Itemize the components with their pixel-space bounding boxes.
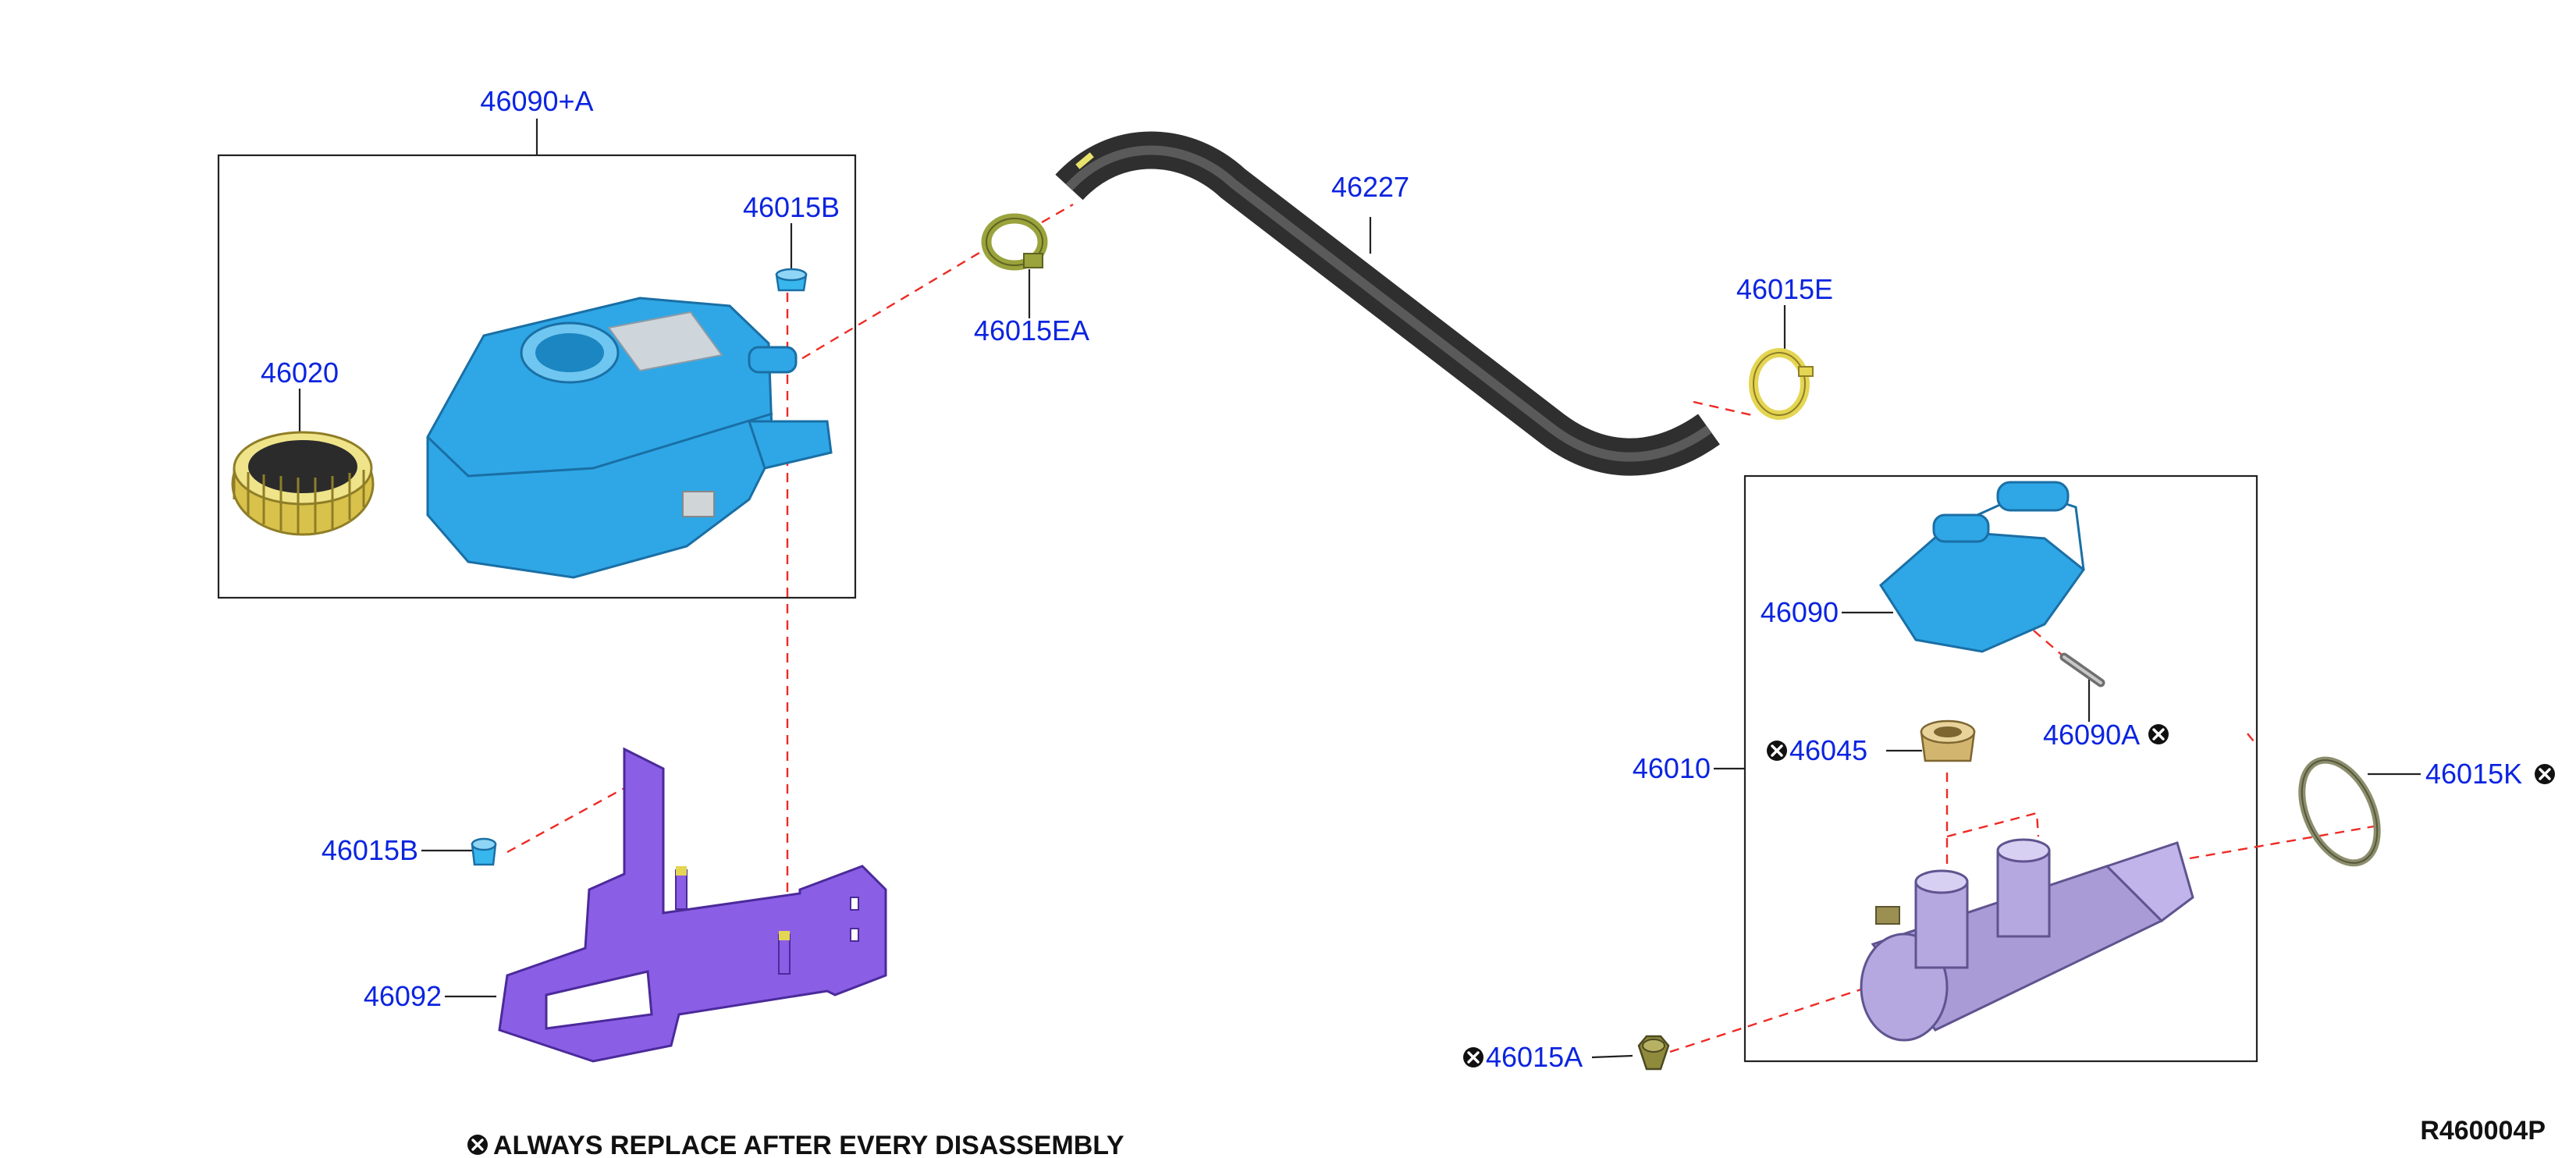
label-hose: 46227: [1331, 171, 1409, 203]
label-reservoir-cap: 46020: [261, 357, 339, 389]
label-cylinder-grommet: 46045: [1789, 734, 1867, 766]
hose-clamp-cylinder-part: [1749, 348, 1814, 420]
reservoir-tank: [426, 297, 833, 579]
reservoir-grommet-top-part: [775, 268, 808, 292]
label-reservoir-assembly: 46090+A: [480, 85, 593, 117]
diagram-code: R460004P: [2420, 1116, 2546, 1146]
label-cylinder-o-ring: 46015K: [2425, 758, 2522, 790]
label-hose-clamp-cylinder: 46015E: [1736, 273, 1833, 305]
replace-marker-icon: [466, 1133, 489, 1156]
bracket-part: [498, 747, 887, 1063]
label-reservoir-grommet-top: 46015B: [743, 191, 840, 223]
replace-marker-icon: [1462, 1046, 1485, 1069]
label-bracket: 46092: [364, 980, 442, 1012]
label-hose-clamp-reservoir: 46015EA: [974, 314, 1089, 346]
label-master-cylinder: 46010: [1633, 752, 1711, 784]
master-cylinder-part: [1860, 838, 2194, 1042]
hose-clamp-reservoir-part: [981, 213, 1048, 271]
master-cylinder-reservoir-part: [1879, 481, 2086, 653]
reservoir-cap-part: [231, 431, 375, 536]
label-cylinder-nut: 46015A: [1486, 1041, 1583, 1073]
label-reservoir: 46090: [1761, 596, 1839, 628]
bracket-grommet-part: [471, 837, 497, 866]
reservoir-pin-part: [2059, 652, 2105, 687]
replace-marker-icon: [2533, 762, 2556, 786]
cylinder-o-ring-part: [2298, 756, 2381, 867]
label-reservoir-pin: 46090A: [2043, 719, 2140, 751]
leader-lines: [298, 119, 2421, 1059]
replace-marker-icon: [2147, 723, 2170, 746]
hose-part: [1055, 131, 1720, 476]
replace-marker-icon: [1765, 739, 1789, 762]
cylinder-nut-part: [1637, 1035, 1670, 1071]
footer-note: ALWAYS REPLACE AFTER EVERY DISASSEMBLY: [493, 1131, 1125, 1158]
label-bracket-grommet: 46015B: [322, 834, 418, 866]
cylinder-grommet-part: [1920, 719, 1976, 762]
